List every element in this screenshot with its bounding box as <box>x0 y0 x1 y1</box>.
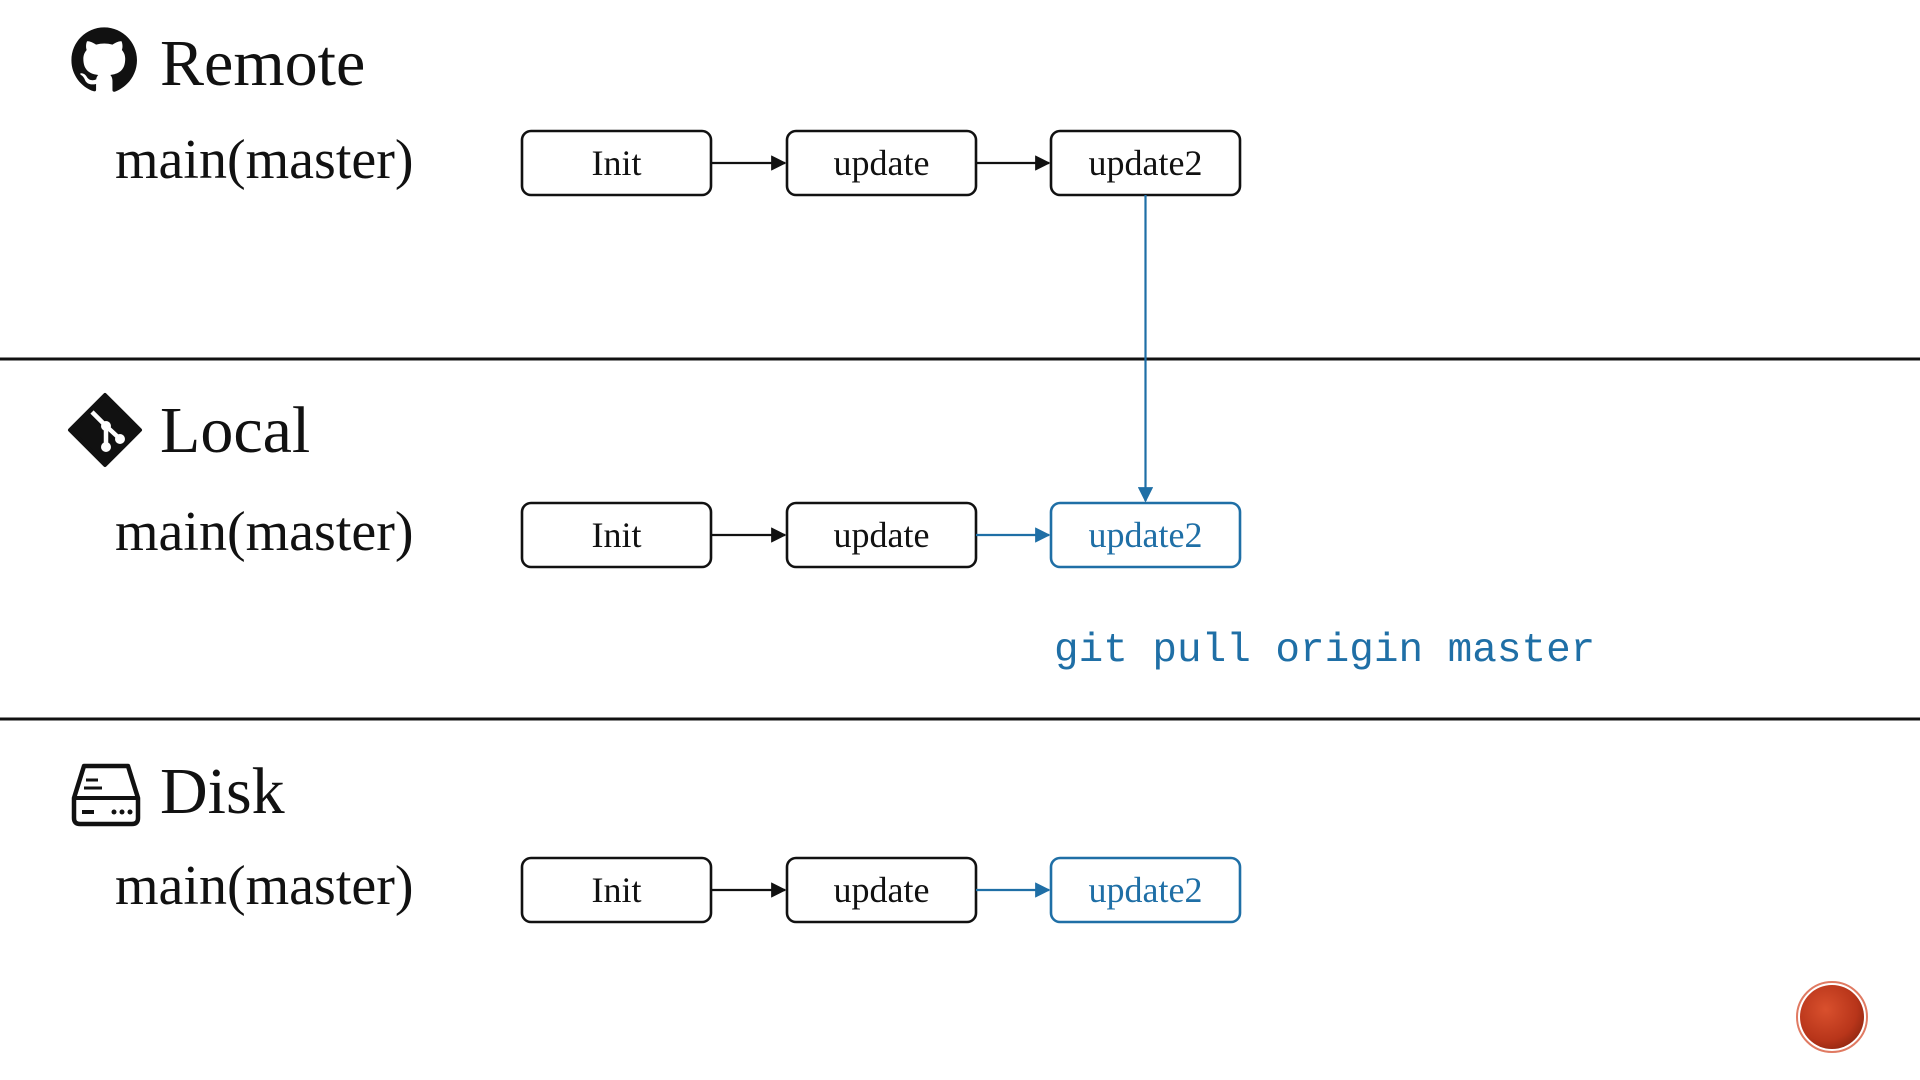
commit-node: update <box>785 129 978 197</box>
commit-label: Init <box>592 143 642 183</box>
commit-node: update <box>785 501 978 569</box>
github-icon <box>71 27 137 92</box>
branch-label-disk: main(master) <box>115 855 414 917</box>
commit-label: update <box>834 870 930 910</box>
section-title-disk: Disk <box>160 755 285 828</box>
hard-drive-icon <box>71 763 141 827</box>
commit-node: Init <box>520 129 713 197</box>
commit-label: Init <box>592 870 642 910</box>
section-disk: Disk main(master) <box>71 755 414 917</box>
slide-badge-icon <box>1796 981 1868 1053</box>
branch-label-local: main(master) <box>115 501 414 563</box>
git-pull-command: git pull origin master <box>1054 628 1595 674</box>
section-remote: Remote main(master) <box>71 27 414 191</box>
commit-node: Init <box>520 501 713 569</box>
commit-node: update <box>785 856 978 924</box>
commit-node: update2 <box>1049 501 1242 569</box>
commit-label: update2 <box>1089 143 1203 183</box>
commit-node: Init <box>520 856 713 924</box>
branch-label-remote: main(master) <box>115 129 414 191</box>
commit-node: update2 <box>1049 129 1242 197</box>
commit-label: update2 <box>1089 870 1203 910</box>
section-title-remote: Remote <box>160 27 365 100</box>
commit-label: update2 <box>1089 515 1203 555</box>
section-local: Local main(master) <box>68 393 414 563</box>
section-title-local: Local <box>160 394 310 467</box>
commit-label: update <box>834 515 930 555</box>
commit-label: Init <box>592 515 642 555</box>
commit-label: update <box>834 143 930 183</box>
git-icon <box>68 393 142 467</box>
commit-node: update2 <box>1049 856 1242 924</box>
